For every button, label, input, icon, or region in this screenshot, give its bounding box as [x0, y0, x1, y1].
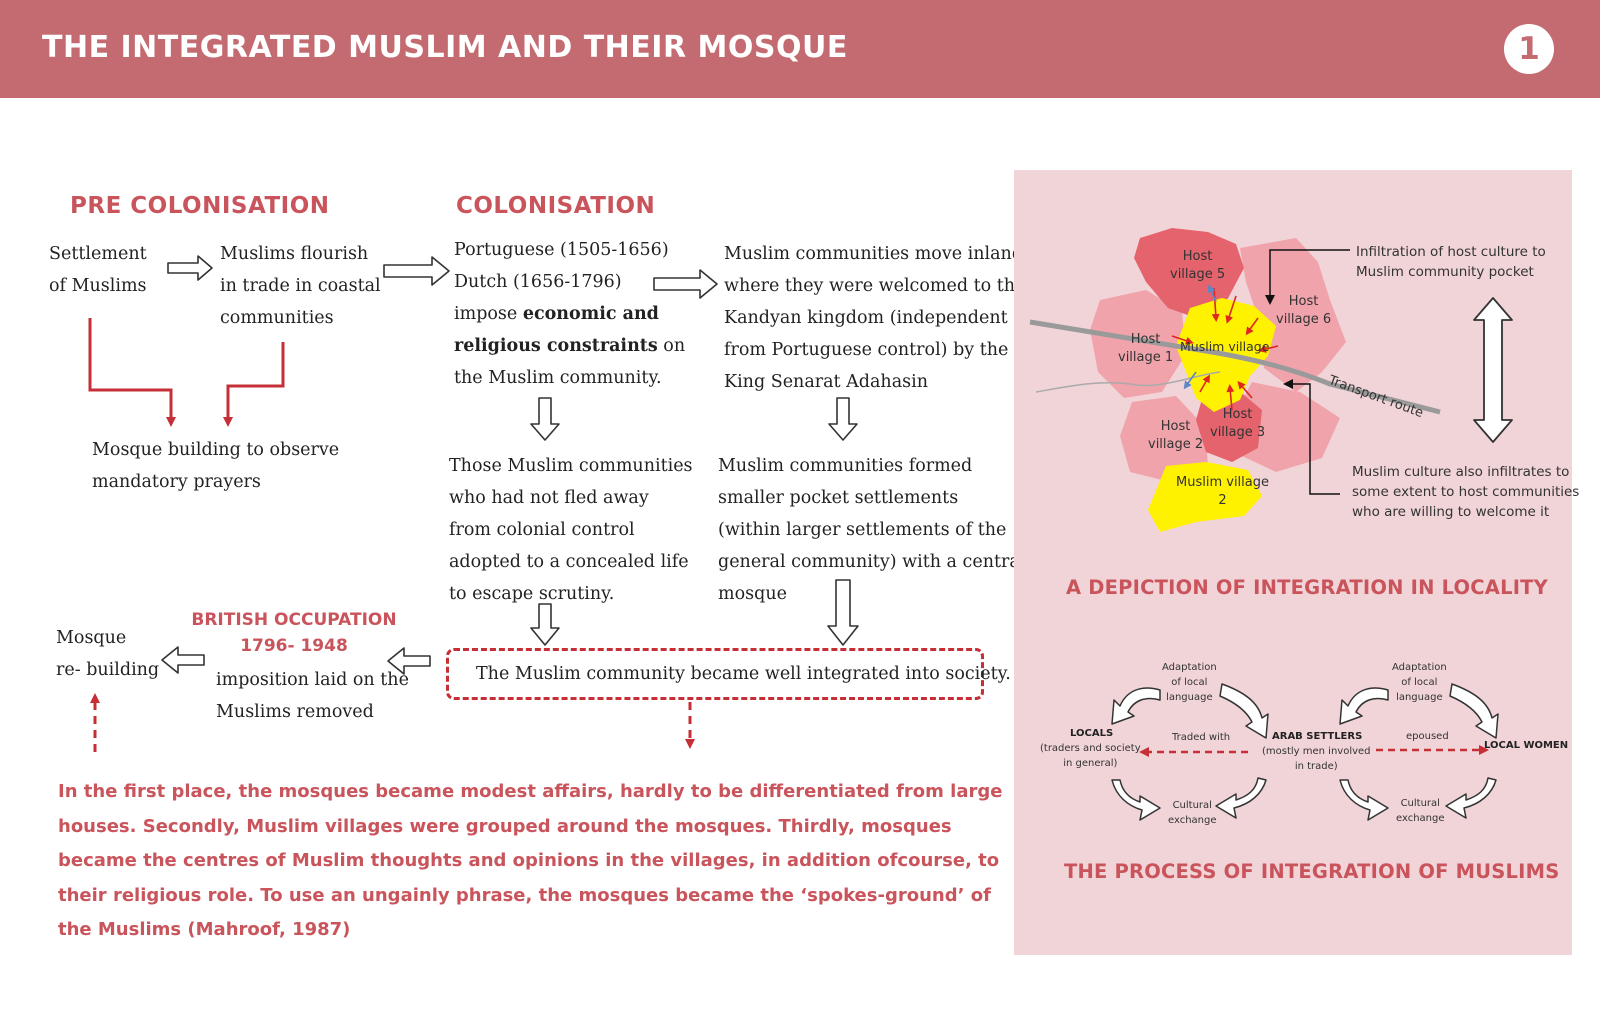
- cycle-arrow-icon: [1111, 779, 1161, 821]
- muslim-village-2-shape: [1148, 462, 1262, 532]
- infiltration-arrow: [1199, 374, 1210, 393]
- local-women-label: LOCAL WOMEN: [1484, 740, 1569, 751]
- epoused-label: epoused: [1406, 731, 1449, 742]
- callout-line-top: [1265, 249, 1350, 305]
- concealed-life-text: Those Muslim communities who had not fle…: [449, 456, 693, 604]
- locals-label: LOCALS: [1070, 728, 1114, 739]
- settlement-text: Settlement of Muslims: [49, 244, 147, 296]
- host-village-2-shape: [1120, 396, 1208, 482]
- pre-colonisation-heading: PRE COLONISATION: [70, 193, 330, 219]
- locality-heading: A DEPICTION OF INTEGRATION IN LOCALITY: [1066, 576, 1548, 599]
- outflow-arrow: [1183, 371, 1197, 390]
- british-occupation-heading: BRITISH OCCUPATION 1796- 1948: [191, 610, 397, 656]
- cycle-arrow-icon: [1219, 683, 1269, 739]
- cycle-arrow-icon: [1111, 687, 1161, 725]
- header-band: [0, 0, 1600, 98]
- cycle-arrow-icon: [1449, 683, 1499, 739]
- infiltration-arrow: [1171, 335, 1194, 345]
- infiltration-arrow: [1245, 317, 1259, 336]
- infiltration-arrow: [1225, 295, 1237, 324]
- imposition-removed-text: imposition laid on the Muslims removed: [216, 670, 409, 722]
- pocket-settlement-text: Muslim communities formed smaller pocket…: [718, 456, 1026, 604]
- hollow-arrow-right-icon: [383, 256, 450, 286]
- hollow-arrow-down-icon: [827, 579, 859, 646]
- cycle-arrow-icon: [1215, 777, 1267, 819]
- colonisation-periods-text: Portuguese (1505-1656) Dutch (1656-1796)…: [454, 240, 686, 388]
- double-arrow-icon: [1473, 297, 1513, 443]
- flourish-text: Muslims flourish in trade in coastal com…: [220, 244, 381, 328]
- red-elbow-arrow-left: [88, 318, 176, 427]
- cycle-arrow-icon: [1445, 777, 1497, 819]
- host-village-3-shape: [1232, 382, 1340, 472]
- colonisation-heading: COLONISATION: [456, 193, 656, 219]
- outflow-arrow: [1207, 284, 1217, 303]
- transport-route-line: [1029, 319, 1441, 415]
- page-title: THE INTEGRATED MUSLIM AND THEIR MOSQUE: [42, 30, 848, 65]
- host-village-5-shape: [1134, 228, 1244, 318]
- mosque-building-text: Mosque building to observe mandatory pra…: [92, 440, 340, 492]
- hollow-arrow-down-icon: [530, 397, 560, 441]
- red-elbow-arrow-right: [223, 342, 285, 427]
- process-heading: THE PROCESS OF INTEGRATION OF MUSLIMS: [1064, 860, 1560, 883]
- integrated-dashed-box: [446, 648, 984, 700]
- hollow-arrow-down-icon: [530, 603, 560, 646]
- hollow-arrow-left-icon: [387, 647, 431, 675]
- cycle-arrow-icon: [1339, 779, 1389, 821]
- mosque-rebuilding-text: Mosque re- building: [56, 628, 160, 680]
- hollow-arrow-right-icon: [653, 269, 718, 299]
- arab-settlers-label: ARAB SETTLERS: [1272, 731, 1363, 742]
- move-inland-text: Muslim communities move inland where the…: [724, 244, 1026, 392]
- page-number-badge: 1: [1504, 24, 1554, 74]
- hollow-arrow-left-icon: [161, 646, 205, 674]
- callout-line-bottom: [1283, 379, 1340, 495]
- hollow-arrow-right-icon: [167, 255, 213, 281]
- hollow-arrow-down-icon: [828, 397, 858, 441]
- cycle-arrow-icon: [1339, 687, 1389, 725]
- muslim-village-label: Muslim village: [1180, 339, 1270, 354]
- infiltration-arrow: [1226, 384, 1235, 411]
- traded-with-label: Traded with: [1172, 732, 1231, 743]
- host-village-1-shape: [1090, 290, 1186, 398]
- infiltration-arrow: [1237, 380, 1253, 399]
- integrated-text: The Muslim community became well integra…: [476, 664, 1011, 684]
- mosque-role-paragraph: In the first place, the mosques became m…: [58, 781, 1003, 940]
- infiltration-arrow: [1258, 345, 1279, 353]
